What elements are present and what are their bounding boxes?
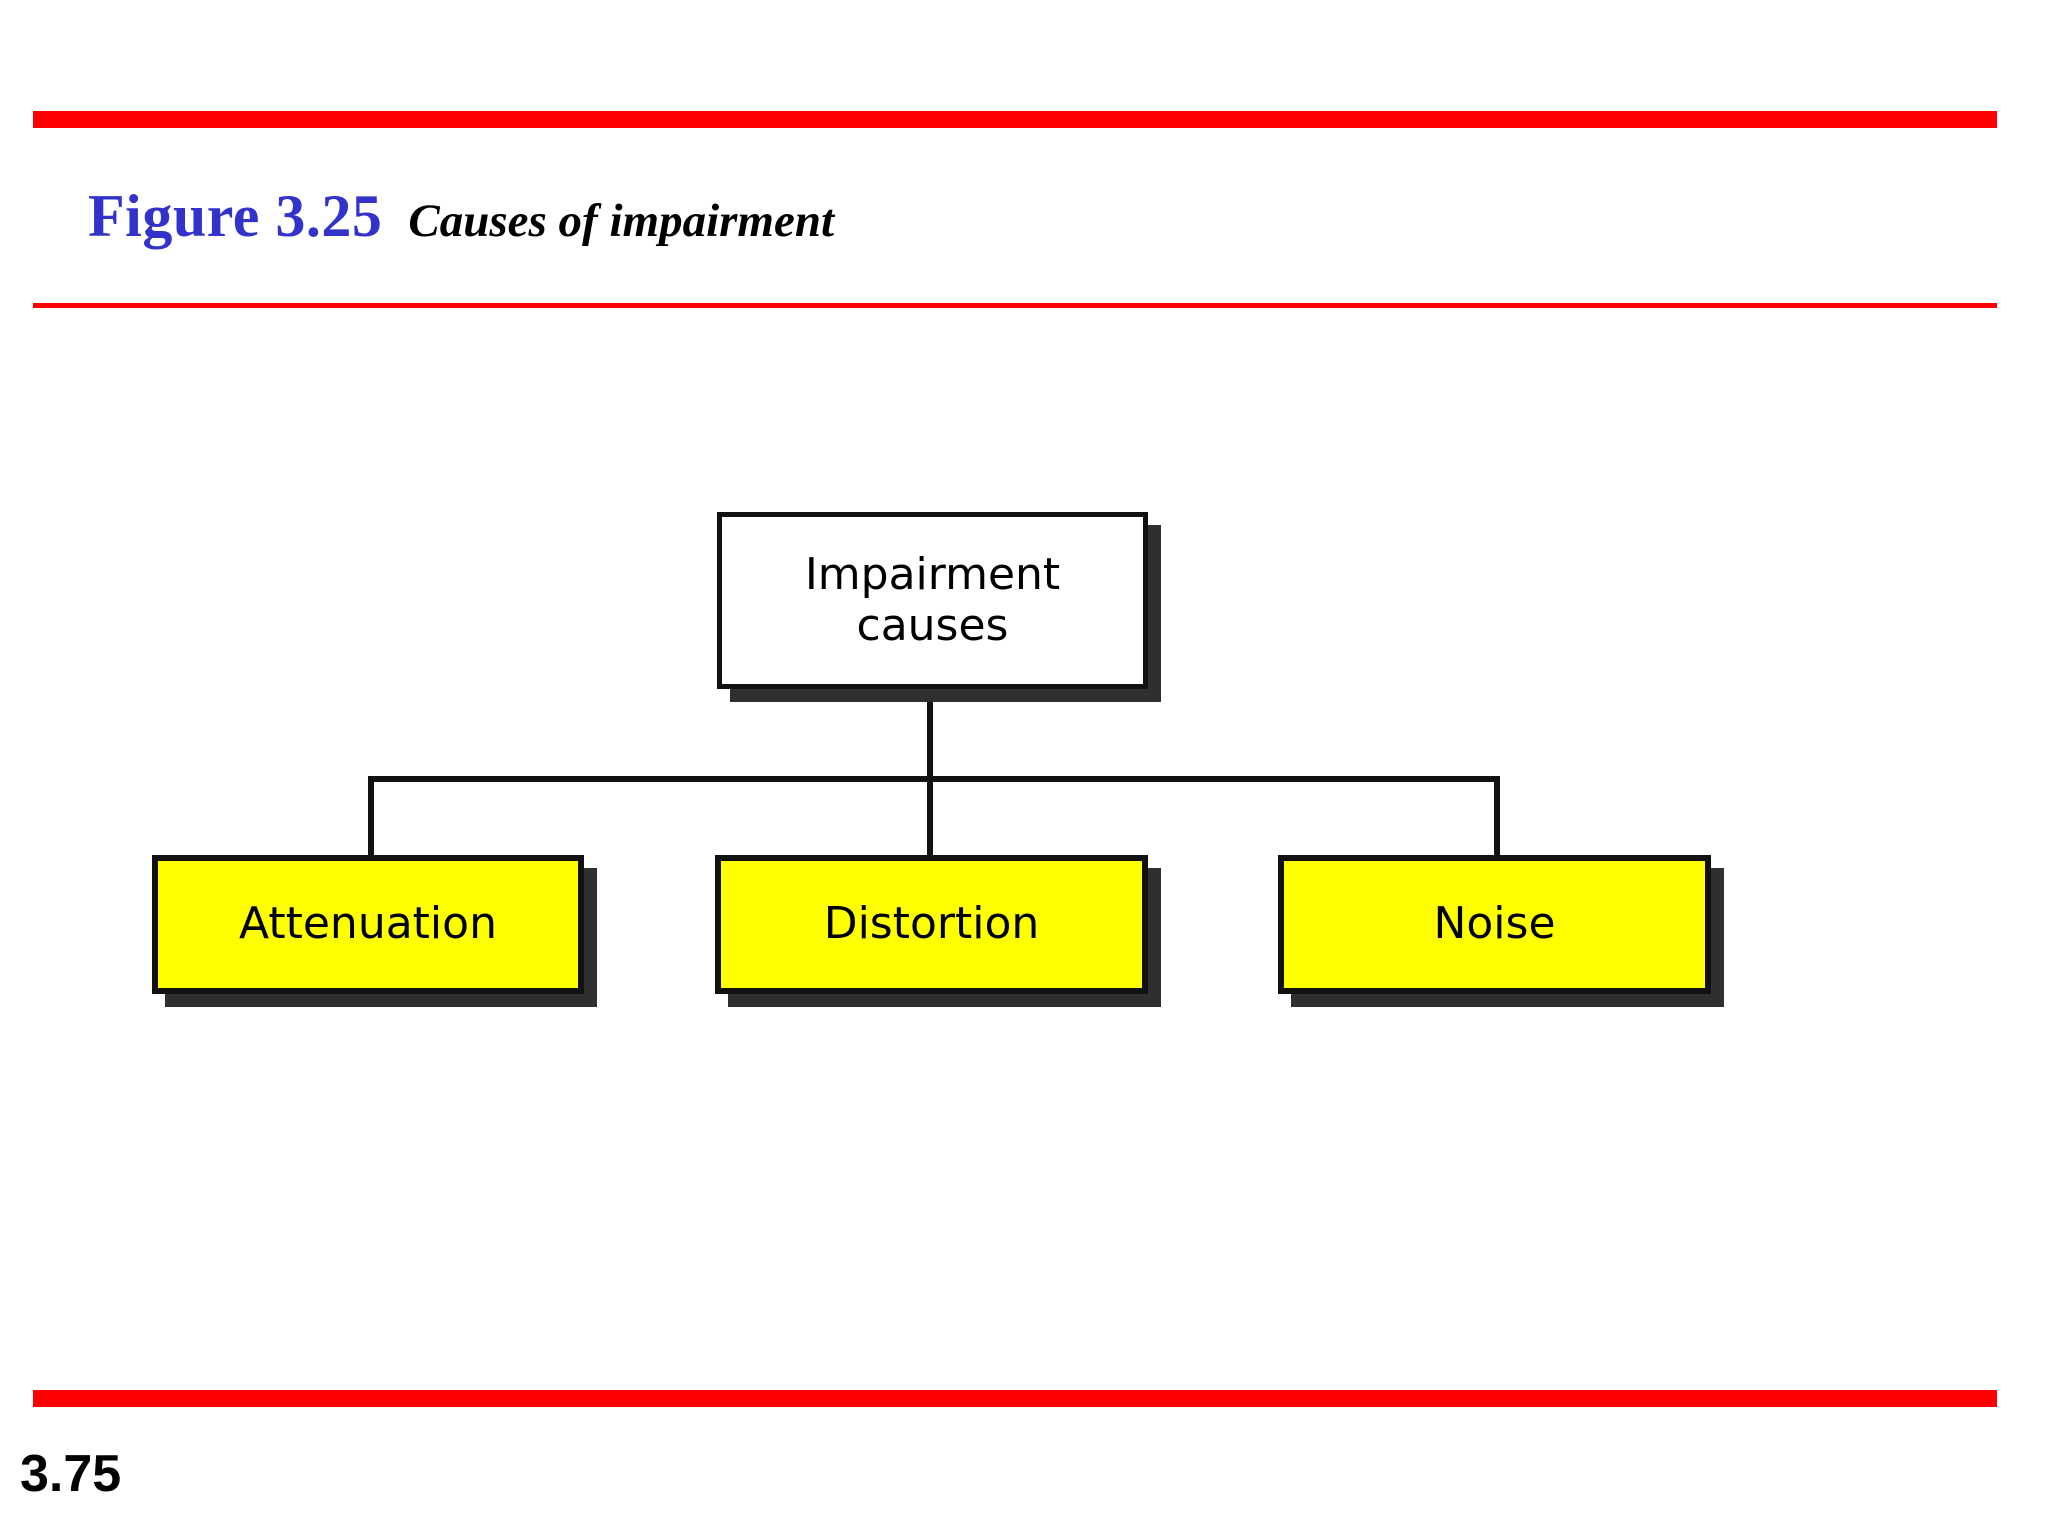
page-title: Figure 3.25 Causes of impairment [88, 186, 834, 246]
node-root-label-block: Impairment causes [804, 548, 1061, 651]
connector-drop-attenuation [368, 776, 374, 858]
node-attenuation-label: Attenuation [239, 898, 497, 950]
connector-drop-distortion [927, 776, 933, 858]
connector-horizontal-bus [368, 776, 1500, 782]
node-noise: Noise [1278, 855, 1711, 994]
slide-number: 3.75 [20, 1445, 122, 1503]
connector-root-trunk [927, 689, 933, 781]
heading-underline-rule [33, 303, 1997, 308]
connector-drop-noise [1494, 776, 1500, 858]
node-noise-label: Noise [1433, 898, 1556, 950]
node-impairment-causes: Impairment causes [717, 512, 1148, 689]
node-root-label-line1: Impairment [804, 548, 1061, 600]
node-distortion-label: Distortion [823, 898, 1040, 950]
node-root-label-line2: causes [856, 599, 1009, 651]
bottom-red-rule [33, 1390, 1997, 1407]
node-distortion: Distortion [715, 855, 1148, 994]
figure-caption-label: Causes of impairment [408, 195, 835, 247]
top-red-rule [33, 111, 1997, 128]
figure-number-label: Figure 3.25 [88, 183, 383, 249]
node-attenuation: Attenuation [152, 855, 584, 994]
